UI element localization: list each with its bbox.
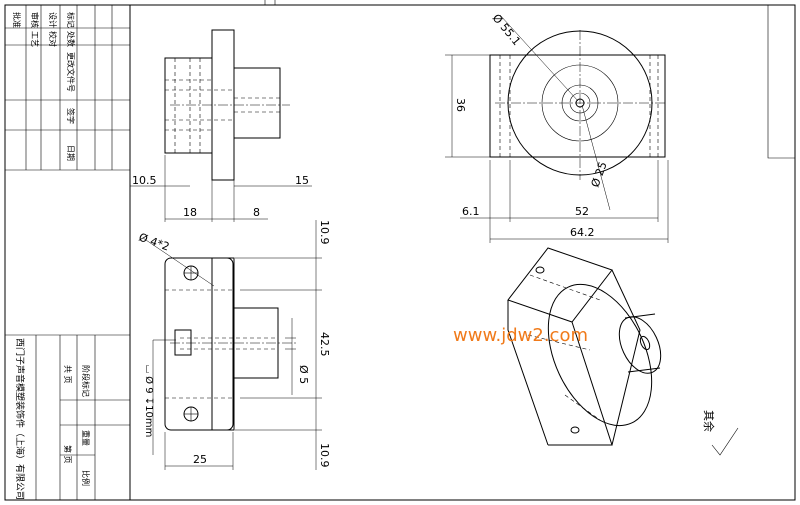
dim-8: 8 xyxy=(253,206,260,219)
label-change-doc: 更改文件号 xyxy=(66,52,76,92)
dim-dia-25: Ø 25 xyxy=(589,160,610,189)
note-remaining: 其余 xyxy=(702,410,716,432)
label-process: 工艺 xyxy=(30,31,39,47)
label-review: 审核 xyxy=(30,12,40,28)
dim-counterbore: ⌴ Ø 9 ↧10mm xyxy=(143,365,155,437)
label-sign: 签字 xyxy=(66,108,76,124)
dim-dia-55: Ø 55.1 xyxy=(490,12,524,48)
label-sheet-num: 第 页 xyxy=(63,445,73,464)
dim-36: 36 xyxy=(454,98,467,112)
dim-42-5: 42.5 xyxy=(318,332,331,357)
label-date: 日期 xyxy=(66,145,75,161)
top-view: Ø 55.1 Ø 25 36 52 64.2 6.1 xyxy=(445,12,669,243)
dim-18: 18 xyxy=(183,206,197,219)
sheet-border xyxy=(4,4,796,501)
label-approve: 批准 xyxy=(12,12,22,28)
dim-10-5: 10.5 xyxy=(132,174,157,187)
label-check: 校对 xyxy=(48,31,58,47)
label-count: 处数 xyxy=(66,31,76,47)
flange-ellipse xyxy=(547,283,653,427)
label-sheet-total: 共 页 xyxy=(63,365,72,384)
label-design: 设计 xyxy=(48,12,58,28)
dim-6-1: 6.1 xyxy=(462,205,480,218)
label-weight: 重量 xyxy=(81,430,91,446)
dim-hole-4x2: Ø 4*2 xyxy=(137,231,171,254)
company-name: 西门子声音模塑装饰件（上海）有限公司 xyxy=(14,338,26,500)
dim-25: 25 xyxy=(193,453,207,466)
isometric-view xyxy=(507,247,662,446)
side-view: 10.5 15 18 8 xyxy=(130,29,312,222)
label-scale: 比例 xyxy=(81,470,91,486)
title-block: 标记 设计 审核 校对 工艺 批准 处数 更改文件号 签字 日期 阶段标记 重量… xyxy=(5,5,130,500)
watermark: www.jdw2.com xyxy=(453,325,588,346)
label-mark: 标记 xyxy=(66,12,76,28)
dim-15: 15 xyxy=(295,174,309,187)
dim-64-2: 64.2 xyxy=(570,226,595,239)
dim-10-9-top: 10.9 xyxy=(318,220,331,245)
dim-10-9-bot: 10.9 xyxy=(318,443,331,468)
surface-note: 其余 xyxy=(702,410,739,456)
front-view: Ø 4*2 10.9 42.5 10.9 Ø 5 ⌴ Ø 9 ↧10mm 25 xyxy=(137,220,331,470)
label-stage: 阶段标记 xyxy=(81,365,91,397)
dim-52: 52 xyxy=(575,205,589,218)
dim-bore-5: Ø 5 xyxy=(297,365,310,384)
